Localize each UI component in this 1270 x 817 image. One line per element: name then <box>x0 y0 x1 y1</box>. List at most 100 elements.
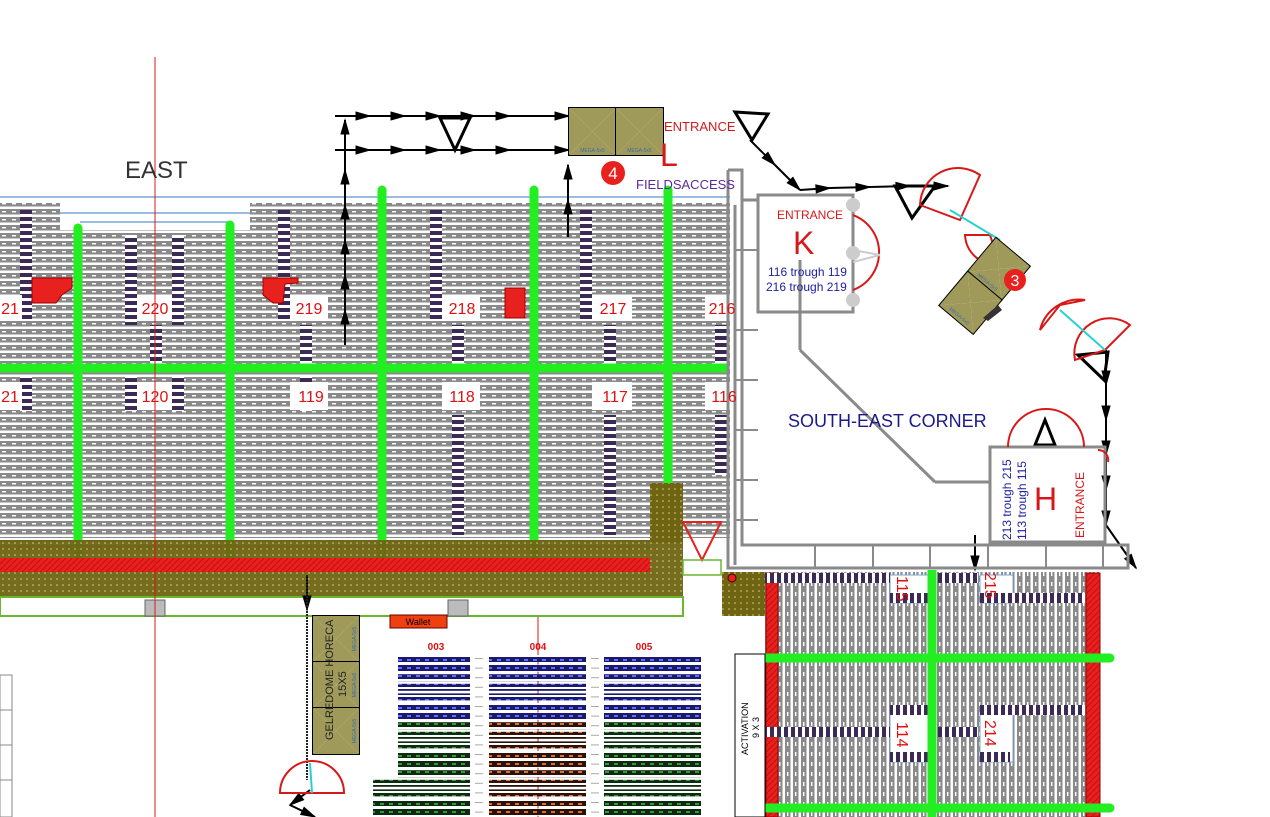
tent-module: MEGA-5x5 <box>615 107 664 156</box>
entrance-k-doors <box>846 198 881 307</box>
tent-module: MEGA-5x5 <box>312 615 360 663</box>
seat-row <box>604 751 701 758</box>
kiosk-icon <box>262 277 299 304</box>
seat-row <box>489 655 586 662</box>
barrier-arrow-icon <box>390 145 407 155</box>
block-label: 003 <box>428 642 445 653</box>
tent-module: MEGA-5x5 <box>568 107 617 156</box>
barrier-arrow-icon <box>425 111 442 121</box>
barrier-arrow-icon <box>495 111 512 121</box>
red-barrier <box>0 558 650 572</box>
barrier-arrow-icon <box>815 184 832 194</box>
activation-area <box>734 653 766 817</box>
seat-row <box>489 808 586 816</box>
seat-row <box>489 683 586 691</box>
block-label: 004 <box>530 642 547 653</box>
seat-row <box>604 703 701 710</box>
block-label: 005 <box>636 642 653 653</box>
section-label: 218 <box>449 301 476 318</box>
barrier-arrow-icon <box>355 145 372 155</box>
section-label: 21 <box>1 389 19 406</box>
green-aisles <box>0 185 728 565</box>
mega-tent-l: MEGA-5x5 MEGA-5x5 <box>568 107 664 156</box>
section-label: 119 <box>298 389 324 406</box>
seat-row <box>398 664 470 672</box>
section-label: 114 <box>893 722 910 748</box>
entrance-h-range-1: 213 trough 215 <box>1000 459 1014 540</box>
section-label: 217 <box>600 301 627 318</box>
entrance-k-range-2: 216 trough 219 <box>766 280 847 294</box>
barrier-arrow-icon <box>563 163 573 180</box>
barrier-arrow-icon <box>460 145 477 155</box>
barrier-arrow-icon <box>1123 553 1138 570</box>
horeca-size: 15X5 <box>337 671 349 697</box>
corner-label: SOUTH-EAST CORNER <box>788 411 987 431</box>
camera-icon <box>983 305 1002 321</box>
entrance-l-word: ENTRANCE <box>664 119 736 134</box>
gate-icon <box>447 599 469 617</box>
seat-row <box>489 789 586 797</box>
tent-label: MEGA-5x5 <box>580 148 605 154</box>
entrance-h-doors <box>1007 408 1110 463</box>
seat-row <box>373 799 470 806</box>
entrance-h-word: ENTRANCE <box>1073 472 1087 538</box>
section-label: 21 <box>1 301 19 318</box>
entrance-l-letter: L <box>660 137 678 173</box>
section-label: 219 <box>296 301 323 318</box>
seat-row <box>489 693 586 701</box>
seat-row <box>398 693 470 701</box>
tent-label: MEGA-5x5 <box>627 148 652 154</box>
wallet-booth <box>389 614 448 629</box>
entrance-k-range-1: 116 trough 119 <box>768 265 847 279</box>
barrier-arrow-icon <box>761 151 777 167</box>
wallet-label: Wallet <box>406 617 431 627</box>
seat-row <box>398 760 470 768</box>
gate-badge-4 <box>601 161 625 185</box>
block-003-rows <box>373 655 701 816</box>
barrier-arrow-icon <box>299 806 316 817</box>
seat-row <box>489 779 586 787</box>
tent-label: MEGA-5x5 <box>352 673 358 698</box>
seat-row <box>604 655 701 662</box>
barrier-arrow-icon <box>786 176 802 192</box>
horeca-label: GELREDOME HORECA <box>324 619 336 740</box>
south-east-seating <box>753 570 1115 817</box>
seat-row <box>489 712 586 720</box>
section-label: 120 <box>142 389 169 406</box>
seat-row <box>398 751 470 758</box>
section-label: 115 <box>893 576 910 602</box>
barrier-arrow-icon <box>495 145 512 155</box>
barrier-arrow-icon <box>563 198 573 215</box>
seat-row <box>604 664 701 672</box>
barrier-arrow-icon <box>340 118 350 135</box>
seat-row <box>604 722 701 730</box>
entrance-h-range-2: 113 trough 115 <box>1015 461 1029 540</box>
seat-row <box>604 741 701 749</box>
entrance-k-letter: K <box>793 225 814 261</box>
warning-triangle-icon <box>681 521 723 563</box>
seat-row <box>373 779 470 787</box>
barrier-arrow-icon <box>970 555 980 572</box>
tent-label: MEGA-5x5 <box>352 719 358 744</box>
section-label: 215 <box>981 572 998 599</box>
horeca-door <box>278 760 346 794</box>
seat-row <box>604 731 701 739</box>
side-table <box>0 674 13 817</box>
seat-row <box>604 712 701 720</box>
section-label: 216 <box>709 301 736 318</box>
activation-label: ACTIVATION <box>740 702 750 755</box>
seat-row <box>489 703 586 710</box>
section-label: 117 <box>602 389 628 406</box>
barrier-arrow-icon <box>425 145 442 155</box>
section-label: 214 <box>981 720 998 747</box>
seat-row <box>604 683 701 691</box>
seat-row <box>489 741 586 749</box>
seat-row <box>604 779 701 787</box>
seat-row <box>489 664 586 672</box>
walkway-outline <box>0 596 684 617</box>
seat-row <box>398 712 470 720</box>
entrance-k-word: ENTRANCE <box>777 208 843 222</box>
queue-barriers <box>288 110 1138 817</box>
barrier-arrow-icon <box>855 182 872 193</box>
